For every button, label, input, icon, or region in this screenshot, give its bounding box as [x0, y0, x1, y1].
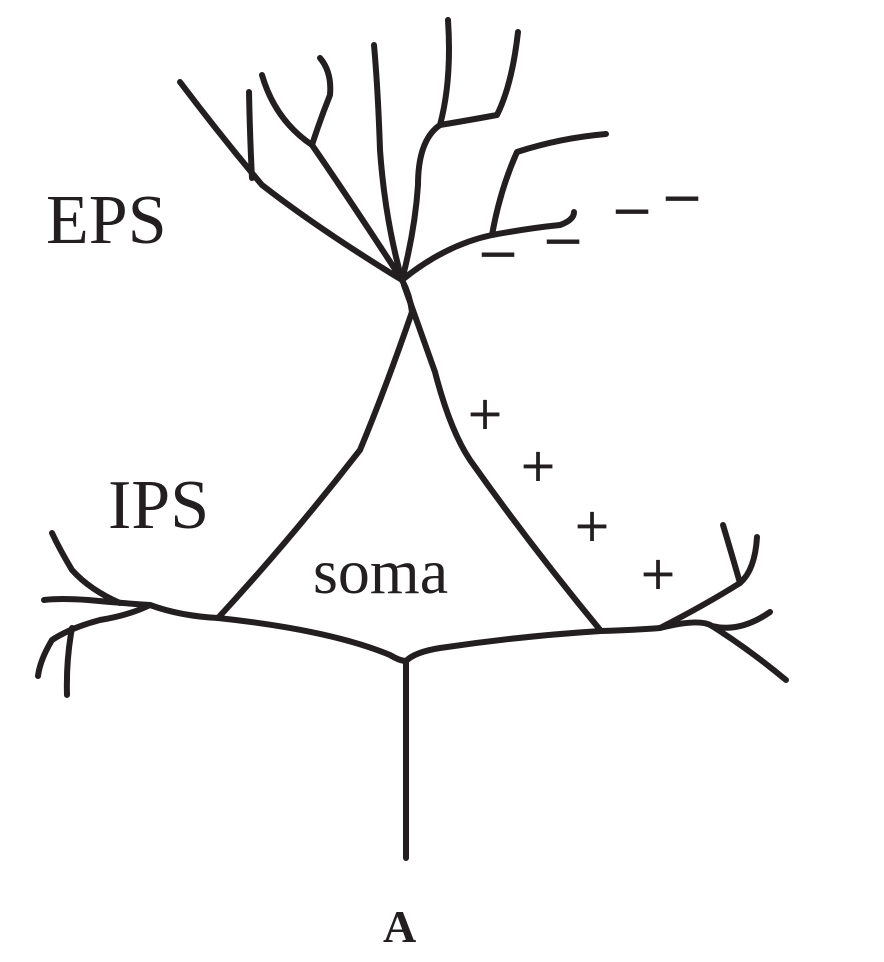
- negative-charge: −: [660, 168, 704, 228]
- negative-charges: − − − −: [476, 168, 704, 284]
- apical-branch-center: [371, 42, 405, 283]
- eps-label: EPS: [46, 182, 167, 259]
- apical-branch-mid-right: [399, 17, 452, 283]
- positive-charge: +: [466, 386, 505, 440]
- apical-branch-far-left: [177, 79, 405, 283]
- apical-twig-right: [489, 209, 577, 238]
- positive-charges: + + + +: [466, 386, 678, 600]
- apical-twig-left: [246, 89, 255, 181]
- apical-dendrites: [177, 17, 609, 283]
- soma-left-edge: [215, 309, 415, 621]
- soma-base: [215, 615, 604, 664]
- basal-dendrites: [35, 522, 789, 698]
- negative-charge: −: [541, 211, 585, 271]
- basal-left-lower-branch: [35, 602, 153, 679]
- basal-left-upper-twig: [49, 530, 123, 606]
- apical-branch-right: [399, 131, 609, 283]
- soma-label: soma: [313, 536, 448, 607]
- basal-left-main: [41, 596, 221, 621]
- apical-branch-mid-left: [259, 72, 405, 283]
- basal-right-lower-branch: [709, 623, 789, 683]
- positive-charge: +: [573, 498, 612, 552]
- basal-right-main: [598, 609, 773, 634]
- soma-right-edge: [401, 282, 604, 634]
- positive-charge: +: [639, 546, 678, 600]
- apical-twig-mid-right: [437, 29, 521, 128]
- negative-charge: −: [610, 181, 654, 241]
- negative-charge: −: [476, 224, 520, 284]
- axon-label: A: [383, 901, 416, 952]
- basal-left-lower-twig: [63, 625, 75, 698]
- basal-right-upper-twig: [720, 522, 743, 586]
- ips-label: IPS: [108, 467, 209, 544]
- positive-charge: +: [519, 438, 558, 492]
- apical-twig-mid-left: [309, 55, 334, 148]
